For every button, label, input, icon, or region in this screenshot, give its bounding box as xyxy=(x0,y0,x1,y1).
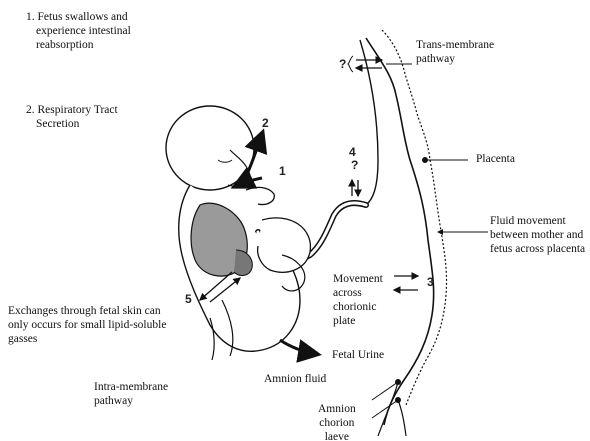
fetus-leg xyxy=(258,218,311,272)
label-placenta: Placenta xyxy=(476,152,515,166)
label-fetal-urine: Fetal Urine xyxy=(332,348,384,362)
label-fetal-skin: Exchanges through fetal skin can only oc… xyxy=(8,304,166,346)
label-respiratory-secretion: 2. Respiratory Tract Secretion xyxy=(26,103,118,131)
label-intra-membrane: Intra-membrane pathway xyxy=(94,380,168,408)
label-amnion-fluid: Amnion fluid xyxy=(264,372,326,386)
fetus-arm xyxy=(246,187,274,204)
marker-question-cord: ? xyxy=(351,158,358,172)
label-amnion-chorion: Amnion chorion laeve xyxy=(318,402,356,441)
arrow-urine xyxy=(280,340,316,354)
chorionic-plate xyxy=(360,40,378,205)
marker-question-trans: ? xyxy=(339,57,346,71)
uterine-wall xyxy=(366,38,434,425)
marker-2: 2 xyxy=(262,116,269,130)
label-trans-membrane: Trans-membrane pathway xyxy=(416,38,494,66)
placenta-edge xyxy=(382,30,447,405)
marker-1: 1 xyxy=(279,164,286,178)
marker-5: 5 xyxy=(185,292,192,306)
marker-3: 3 xyxy=(427,275,434,289)
placenta-dot xyxy=(422,157,428,163)
label-movement-chorionic: Movement across chorionic plate xyxy=(333,272,383,328)
marker-4: 4 xyxy=(349,145,356,159)
label-fetus-swallows: 1. Fetus swallows and experience intesti… xyxy=(26,10,131,52)
fetus-head xyxy=(166,106,254,190)
label-fluid-movement: Fluid movement between mother and fetus … xyxy=(490,214,585,256)
